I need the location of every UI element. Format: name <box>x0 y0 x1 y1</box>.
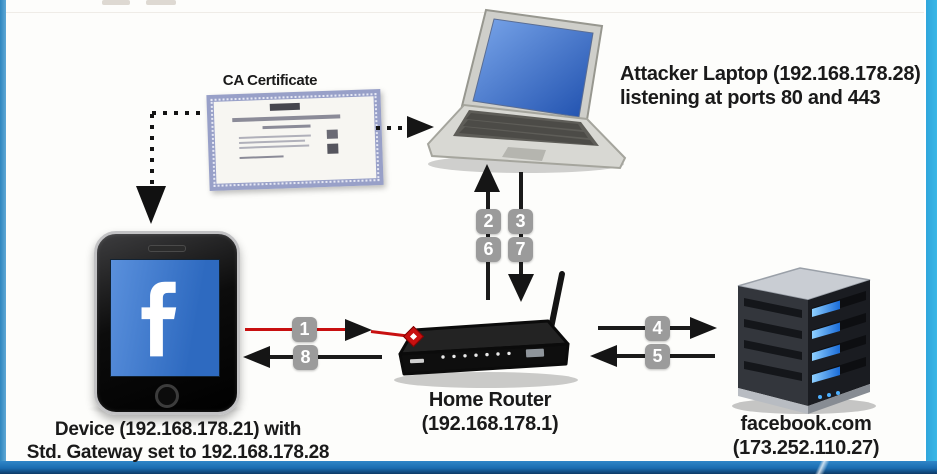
cert-to-laptop-arrowhead-icon <box>407 116 434 138</box>
certificate-icon <box>206 88 384 192</box>
frame-bottom-bar <box>0 461 937 474</box>
cert-to-device-dotted-line-h <box>152 111 204 115</box>
laptop-icon <box>426 8 627 173</box>
victim-device-label: Device (192.168.178.21) with Std. Gatewa… <box>2 418 354 464</box>
phone-screen-facebook-logo <box>110 259 220 377</box>
phone-home-button <box>155 384 179 408</box>
top-edge-artifact <box>102 0 130 5</box>
frame-right-stripe <box>924 0 937 474</box>
attacker-laptop-label-line1: Attacker Laptop (192.168.178.28) <box>620 63 921 85</box>
facebook-f-icon <box>141 281 177 357</box>
flow-2-6-arrowhead-icon <box>474 164 500 192</box>
flow-5-arrowhead-icon <box>590 345 617 367</box>
attacker-laptop-label-line2: listening at ports 80 and 443 <box>620 87 881 110</box>
frame-left-stripe <box>0 0 6 474</box>
facebook-server-label-line1: facebook.com <box>740 413 872 435</box>
cert-to-laptop-dotted-line <box>376 126 409 130</box>
top-edge-artifact <box>146 0 176 5</box>
flow-8-line <box>268 355 382 359</box>
step-badge-1: 1 <box>292 317 317 342</box>
wifi-router-icon <box>394 271 578 388</box>
smartphone-facebook-icon <box>94 231 240 415</box>
server-icon <box>732 267 876 414</box>
home-router-label: Home Router (192.168.178.1) <box>380 388 600 437</box>
step-badge-3: 3 <box>508 209 533 234</box>
step-badge-2: 2 <box>476 209 501 234</box>
ca-certificate-label: CA Certificate <box>222 72 318 89</box>
step-badge-8: 8 <box>293 345 318 370</box>
cert-to-device-arrowhead-icon <box>136 186 166 224</box>
step-badge-7: 7 <box>508 237 533 262</box>
victim-device-label-line1: Device (192.168.178.21) with <box>54 419 302 440</box>
flow-3-7-arrowhead-icon <box>508 274 534 302</box>
flow-4-arrowhead-icon <box>690 317 717 339</box>
attacker-laptop-label: Attacker Laptop (192.168.178.28) listeni… <box>620 62 921 111</box>
flow-1-arrowhead-icon <box>345 319 372 341</box>
top-divider-line <box>0 12 937 13</box>
flow-8-arrowhead-icon <box>243 346 270 368</box>
home-router-label-line1: Home Router <box>428 389 552 411</box>
cert-to-device-dotted-line-v <box>150 114 154 186</box>
step-badge-5: 5 <box>645 344 670 369</box>
facebook-server-label-line2: (173.252.110.27) <box>732 437 880 460</box>
step-badge-4: 4 <box>645 316 670 341</box>
frame-bottom-streak <box>788 458 858 474</box>
step-badge-6: 6 <box>476 237 501 262</box>
phone-speaker <box>148 245 186 252</box>
facebook-server-label: facebook.com (173.252.110.27) <box>700 412 912 461</box>
victim-device-label-line2: Std. Gateway set to 192.168.178.28 <box>26 442 330 464</box>
home-router-label-line2: (192.168.178.1) <box>421 413 559 436</box>
